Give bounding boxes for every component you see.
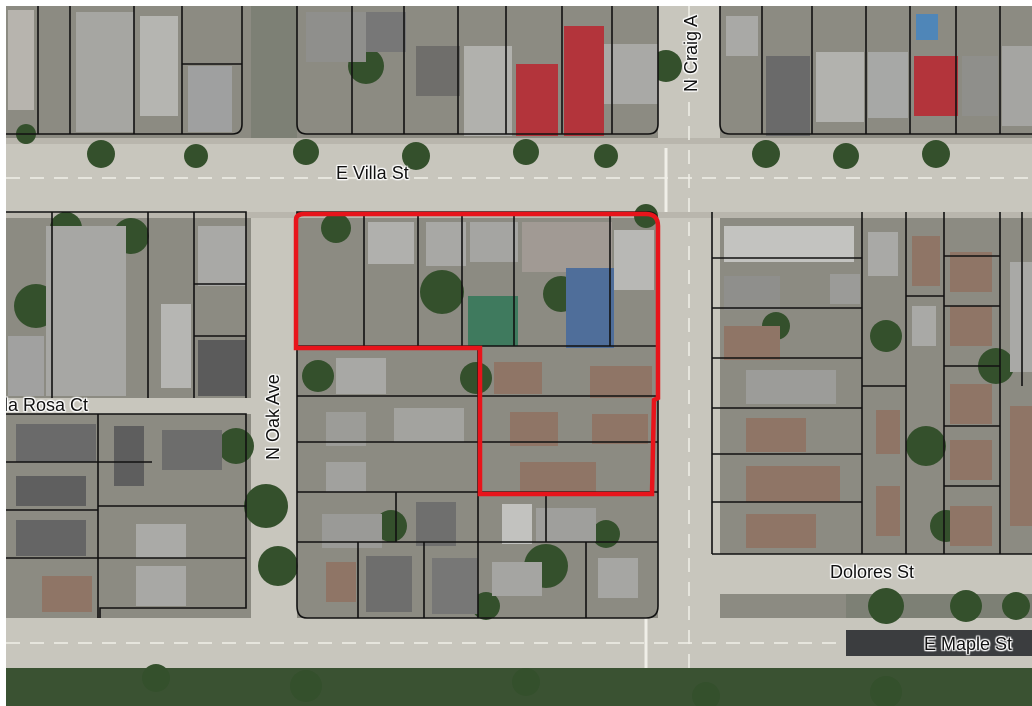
road-rosa-ct bbox=[6, 398, 251, 414]
label-n-oak-ave: N Oak Ave bbox=[263, 374, 283, 460]
label-dolores-st: Dolores St bbox=[830, 562, 915, 582]
label-n-craig: N Craig A bbox=[681, 14, 701, 92]
maple-median bbox=[846, 630, 1032, 656]
aerial-map[interactable]: E Villa St la Rosa Ct N Oak Ave N Craig … bbox=[6, 6, 1032, 706]
label-rosa-ct: la Rosa Ct bbox=[6, 395, 89, 415]
sidewalk-north-villa bbox=[6, 138, 1032, 144]
map-canvas bbox=[6, 6, 1032, 706]
highlighted-parcel-boundary bbox=[293, 211, 661, 497]
label-e-villa-st: E Villa St bbox=[336, 163, 409, 183]
rooftops bbox=[8, 10, 1032, 614]
road-dolores-st bbox=[720, 554, 1032, 594]
label-e-maple-st: E Maple St bbox=[924, 634, 1013, 654]
road-markings bbox=[6, 6, 1032, 706]
trees bbox=[14, 48, 1030, 706]
